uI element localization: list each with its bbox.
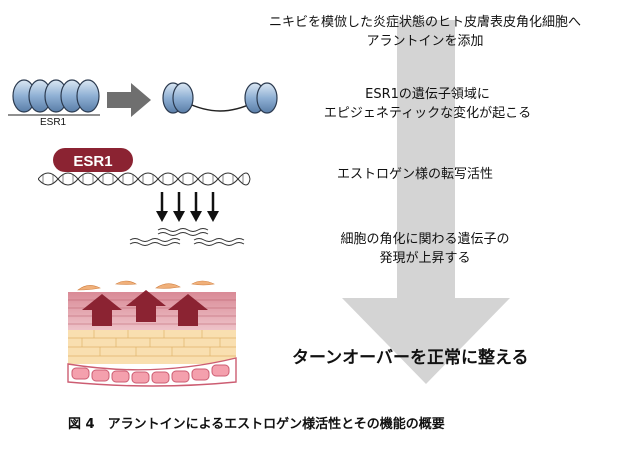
esr1-gene-label: ESR1 (40, 117, 67, 128)
esr1-protein-badge: ESR1 (53, 148, 133, 172)
step2-text: ESR1の遺伝子領域に エピジェネティックな変化が起こる (323, 87, 532, 121)
condensed-chromatin-illustration (8, 79, 100, 116)
dna-helix-illustration (38, 172, 251, 186)
figure-caption: 図 4 アラントインによるエストロゲン様活性とその機能の概要 (68, 417, 445, 432)
step3-text: エストロゲン様の転写活性 (336, 167, 493, 182)
result-text: ターンオーバーを正常に整える (292, 348, 529, 368)
step1-text: ニキビを模倣した炎症状態のヒト皮膚表皮角化細胞へ アラントインを添加 (268, 15, 581, 49)
step4-text: 細胞の角化に関わる遺伝子の 発現が上昇する (340, 232, 510, 266)
transcription-arrows (156, 192, 219, 222)
transition-arrow (107, 83, 151, 117)
esr1-protein-label: ESR1 (73, 153, 112, 170)
mrna-strands-illustration (129, 228, 245, 246)
open-chromatin-illustration (162, 82, 278, 114)
skin-layers-illustration (67, 280, 237, 387)
